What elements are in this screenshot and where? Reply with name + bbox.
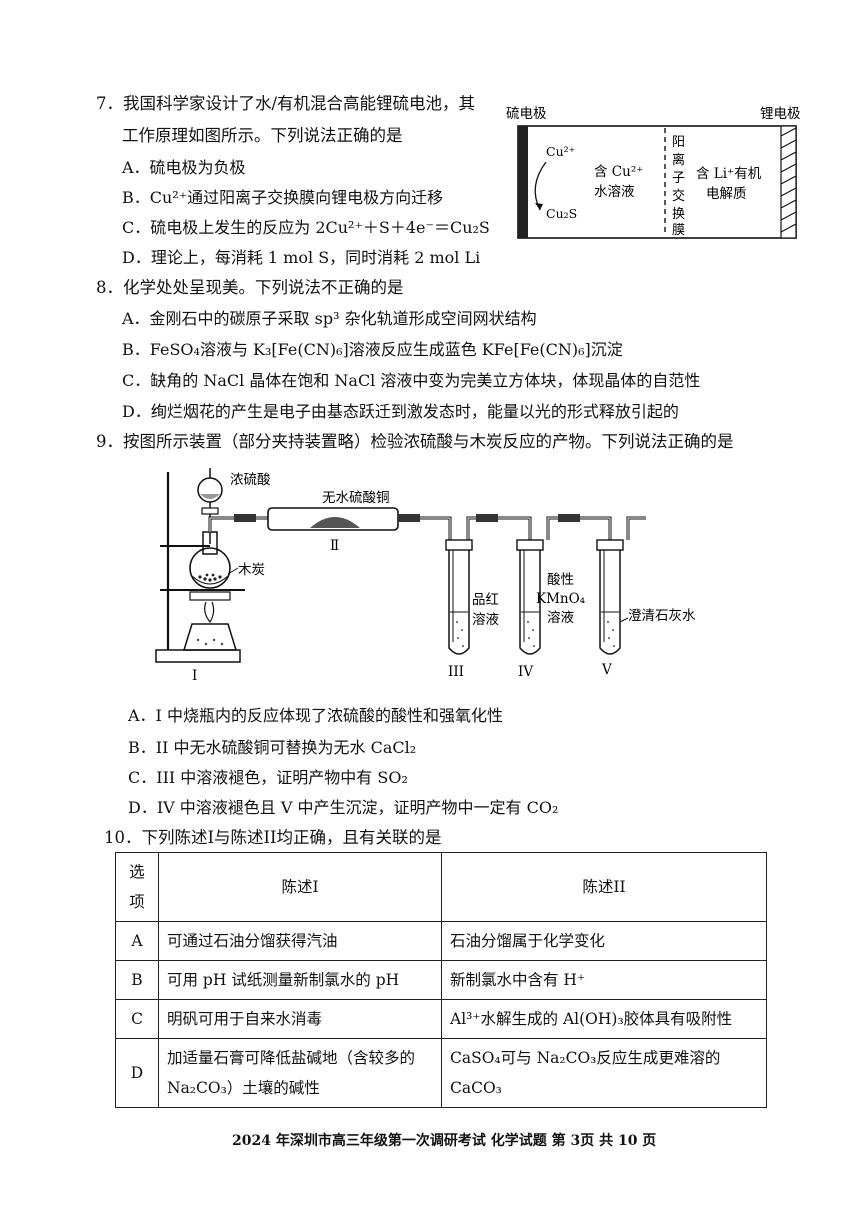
q9-option-a: A．I 中烧瓶内的反应体现了浓硫酸的酸性和强氧化性 bbox=[128, 706, 503, 725]
membrane-char-2: 离 bbox=[672, 152, 685, 168]
test-tube-iv bbox=[519, 550, 541, 655]
q10-stem: 10．下列陈述I与陈述II均正确，且有关联的是 bbox=[104, 828, 442, 847]
membrane-char-6: 膜 bbox=[672, 223, 685, 238]
q9-option-d: D．IV 中溶液褪色且 V 中产生沉淀，证明产物中一定有 CO₂ bbox=[128, 798, 559, 817]
organic-label-1: 含 Li⁺有机 bbox=[696, 166, 762, 182]
battery-diagram: 硫电极 锂电极 Cu²⁺ Cu₂S 含 Cu²⁺ 水溶液 阳 离 子 交 换 膜… bbox=[506, 106, 801, 239]
header-option: 选项 bbox=[115, 852, 159, 922]
membrane-char-5: 换 bbox=[672, 207, 685, 222]
table-header-row: 选项 陈述I 陈述II bbox=[115, 852, 767, 922]
stopper-iv bbox=[516, 539, 544, 551]
stand-base bbox=[155, 649, 241, 663]
q10-table: 选项 陈述I 陈述II A 可通过石油分馏获得汽油 石油分馏属于化学变化 B 可… bbox=[115, 852, 767, 1108]
acidic-label-1: 酸性 bbox=[547, 572, 574, 588]
header-statement-2: 陈述II bbox=[441, 852, 767, 922]
alcohol-lamp bbox=[182, 623, 238, 651]
row-a-statement-2: 石油分馏属于化学变化 bbox=[441, 921, 767, 961]
test-tube-v bbox=[599, 550, 621, 655]
rubber-joint-2 bbox=[398, 514, 420, 522]
sulfur-electrode-label: 硫电极 bbox=[506, 106, 547, 122]
organic-label-2: 电解质 bbox=[706, 186, 747, 202]
table-row: D 加适量石膏可降低盐碱地（含较多的 Na₂CO₃）土壤的碱性 CaSO₄可与 … bbox=[115, 1038, 767, 1108]
lithium-hatching bbox=[780, 127, 797, 233]
q7-option-c: C．硫电极上发生的反应为 2Cu²⁺＋S＋4e⁻＝Cu₂S bbox=[122, 218, 490, 237]
membrane-char-4: 交 bbox=[672, 188, 685, 204]
acidic-label-2: KMnO₄ bbox=[536, 591, 585, 607]
pinkred-label-2: 溶液 bbox=[472, 612, 499, 628]
row-b-statement-1: 可用 pH 试纸测量新制氯水的 pH bbox=[158, 960, 442, 1000]
row-d-statement-2: CaSO₄可与 Na₂CO₃反应生成更难溶的 CaCO₃ bbox=[441, 1038, 767, 1108]
q8-option-c: C．缺角的 NaCl 晶体在饱和 NaCl 溶液中变为完美立方体块，体现晶体的自… bbox=[122, 371, 701, 390]
q9-option-c: C．III 中溶液褪色，证明产物中有 SO₂ bbox=[128, 768, 408, 787]
limewater-label: 澄清石灰水 bbox=[628, 608, 696, 624]
row-b-option: B bbox=[115, 960, 159, 1000]
test-tube-iii bbox=[448, 550, 470, 655]
apparatus-label-4: IV bbox=[518, 664, 533, 680]
charcoal-label: 木炭 bbox=[238, 562, 265, 578]
cu-ion-label: Cu²⁺ bbox=[546, 144, 575, 159]
q7-stem-line2: 工作原理如图所示。下列说法正确的是 bbox=[122, 126, 403, 145]
membrane-char-1: 阳 bbox=[672, 135, 685, 150]
pinkred-label-1: 品红 bbox=[472, 592, 499, 608]
membrane-char-3: 子 bbox=[672, 171, 685, 186]
header-statement-1: 陈述I bbox=[158, 852, 442, 922]
sulfur-electrode bbox=[518, 126, 528, 238]
apparatus-label-3: III bbox=[448, 664, 464, 680]
stopper-iii bbox=[445, 539, 473, 551]
outlet-tube bbox=[626, 516, 646, 540]
desiccant-label: 无水硫酸铜 bbox=[322, 490, 390, 506]
row-c-option: C bbox=[115, 999, 159, 1039]
row-b-statement-2: 新制氯水中含有 H⁺ bbox=[441, 960, 767, 1000]
q8-option-d: D．绚烂烟花的产生是电子由基态跃迁到激发态时，能量以光的形式释放引起的 bbox=[122, 402, 679, 421]
table-row: C 明矾可用于自来水消毒 Al³⁺水解生成的 Al(OH)₃胶体具有吸附性 bbox=[115, 999, 767, 1039]
table-row: A 可通过石油分馏获得汽油 石油分馏属于化学变化 bbox=[115, 921, 767, 961]
q7-option-a: A．硫电极为负极 bbox=[122, 158, 246, 177]
row-c-statement-2: Al³⁺水解生成的 Al(OH)₃胶体具有吸附性 bbox=[441, 999, 767, 1039]
rubber-joint-4 bbox=[558, 514, 580, 522]
table-row: B 可用 pH 试纸测量新制氯水的 pH 新制氯水中含有 H⁺ bbox=[115, 960, 767, 1000]
q8-option-a: A．金刚石中的碳原子采取 sp³ 杂化轨道形成空间网状结构 bbox=[122, 309, 537, 328]
stopper-v bbox=[596, 539, 624, 551]
rubber-joint-1 bbox=[234, 514, 256, 522]
rubber-joint-3 bbox=[476, 514, 498, 522]
page-footer: 2024 年深圳市高三年级第一次调研考试 化学试题 第 3页 共 10 页 bbox=[232, 1133, 657, 1149]
delivery-tube-2 bbox=[420, 516, 452, 540]
cell-outline bbox=[517, 125, 797, 239]
reduction-arrow bbox=[534, 161, 547, 211]
flame bbox=[204, 601, 215, 624]
round-bottom-flask bbox=[189, 547, 231, 589]
q9-stem: 9．按图所示装置（部分夹持装置略）检验浓硫酸与木炭反应的产物。下列说法正确的是 bbox=[96, 432, 734, 451]
q7-option-b: B．Cu²⁺通过阳离子交换膜向锂电极方向迁移 bbox=[122, 188, 444, 207]
apparatus-label-5: V bbox=[601, 662, 612, 678]
arrow-head bbox=[535, 203, 543, 210]
charcoal-pieces bbox=[198, 573, 222, 582]
tube-ii-label: Ⅱ bbox=[330, 538, 339, 554]
row-c-statement-1: 明矾可用于自来水消毒 bbox=[158, 999, 442, 1039]
aqueous-label-2: 水溶液 bbox=[594, 184, 635, 200]
row-a-statement-1: 可通过石油分馏获得汽油 bbox=[158, 921, 442, 961]
q8-stem: 8．化学处处呈现美。下列说法不正确的是 bbox=[96, 278, 404, 297]
wire-gauze bbox=[189, 591, 231, 601]
acid-label: 浓硫酸 bbox=[230, 472, 271, 488]
cu2s-label: Cu₂S bbox=[546, 206, 577, 221]
q8-option-b: B．FeSO₄溶液与 K₃[Fe(CN)₆]溶液反应生成蓝色 KFe[Fe(CN… bbox=[122, 340, 623, 359]
aqueous-label-1: 含 Cu²⁺ bbox=[594, 164, 643, 180]
apparatus-diagram: 浓硫酸 木炭 I 无水硫酸铜 Ⅱ 品红 溶液 III 酸性 KMnO₄ bbox=[155, 468, 696, 684]
row-a-option: A bbox=[115, 921, 159, 961]
apparatus-label-1: I bbox=[192, 668, 197, 684]
q7-stem-line1: 7．我国科学家设计了水/有机混合高能锂硫电池，其 bbox=[96, 94, 476, 113]
lithium-electrode bbox=[780, 125, 797, 239]
q7-option-d: D．理论上，每消耗 1 mol S，同时消耗 2 mol Li bbox=[122, 248, 481, 267]
acidic-label-3: 溶液 bbox=[547, 610, 575, 626]
row-d-option: D bbox=[115, 1038, 159, 1108]
q9-option-b: B．II 中无水硫酸铜可替换为无水 CaCl₂ bbox=[128, 738, 417, 757]
row-d-statement-1: 加适量石膏可降低盐碱地（含较多的 Na₂CO₃）土壤的碱性 bbox=[158, 1038, 442, 1108]
anhydrous-copper-sulfate bbox=[310, 517, 360, 528]
lithium-electrode-label: 锂电极 bbox=[760, 106, 801, 122]
stopcock bbox=[201, 507, 219, 515]
